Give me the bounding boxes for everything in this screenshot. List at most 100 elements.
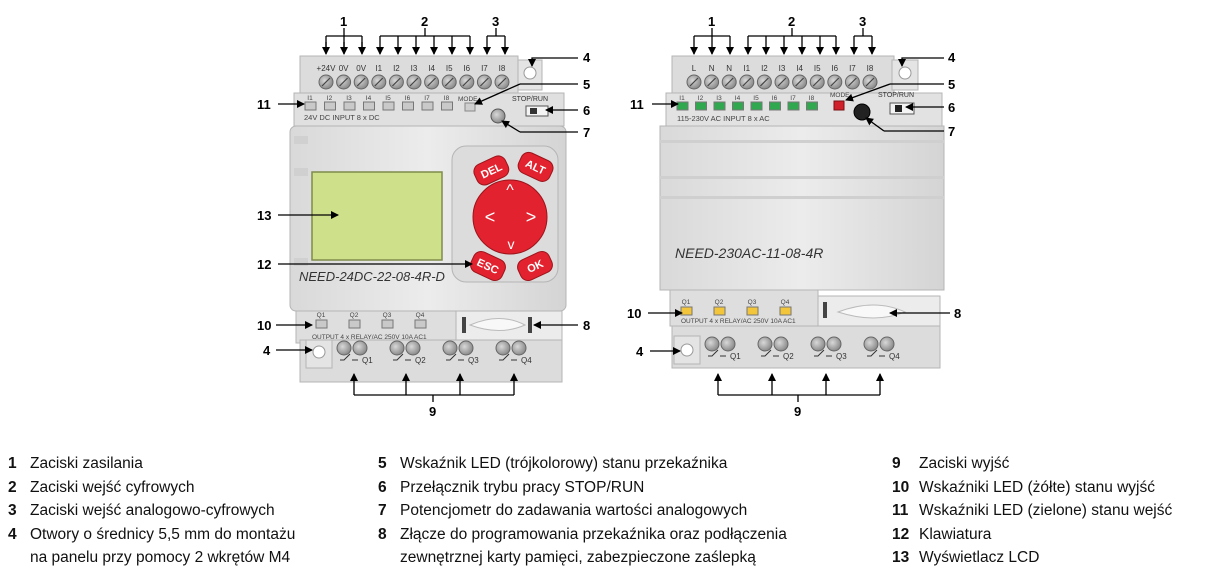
callout-8-right: 8 <box>954 306 961 321</box>
left-switch-knob[interactable] <box>530 108 537 114</box>
callout-11: 11 <box>257 97 271 112</box>
output-terminal-screw[interactable] <box>704 336 720 352</box>
output-terminal-screw[interactable] <box>336 340 352 356</box>
input-led <box>421 101 434 111</box>
led-label: I3 <box>346 95 352 102</box>
terminal-label: I7 <box>481 64 488 73</box>
output-led <box>414 319 427 329</box>
callout-10: 10 <box>257 318 271 333</box>
input-led <box>441 101 453 111</box>
terminal-label: I8 <box>499 64 506 73</box>
legend-text: Zaciski wyjść <box>919 455 1010 472</box>
legend-item-continuation: zewnętrznej karty pamięci, zabezpieczone… <box>400 549 756 566</box>
left-mode-label: MODE <box>458 96 478 103</box>
left-right-arrow-icon[interactable]: > <box>526 207 537 227</box>
callout-bracket-3 <box>487 28 505 37</box>
output-terminal-screw[interactable] <box>352 340 368 356</box>
terminal-label: 0V <box>339 64 349 73</box>
relay-contact-icon <box>814 349 832 357</box>
screw-slot <box>777 77 787 87</box>
legend-number: 4 <box>8 525 17 543</box>
terminal-label: I4 <box>428 64 435 73</box>
output-terminal-screw[interactable] <box>757 336 773 352</box>
relay-contact-icon <box>393 353 411 361</box>
screw-slot <box>409 77 419 87</box>
screw-slot <box>462 77 472 87</box>
callout-4: 4 <box>583 50 591 65</box>
screw-slot <box>707 77 717 87</box>
terminal-label: I2 <box>393 64 400 73</box>
output-terminal-screw[interactable] <box>879 336 895 352</box>
led-label: I1 <box>307 95 313 102</box>
relay-contact-icon <box>446 353 464 361</box>
left-alt-key[interactable]: ALT <box>516 150 556 184</box>
output-terminal-label: Q2 <box>783 352 794 361</box>
legend-number: 8 <box>378 525 387 543</box>
left-ok-key[interactable]: OK <box>515 249 555 283</box>
callout-4-right: 4 <box>948 50 956 65</box>
left-nav-pad[interactable] <box>472 179 548 255</box>
callout-bracket-2 <box>380 28 470 37</box>
screw-slot <box>391 77 401 87</box>
legend-number: 6 <box>378 478 387 496</box>
callout-2-right: 2 <box>788 14 795 29</box>
output-terminal-screw[interactable] <box>720 336 736 352</box>
output-terminal-label: Q2 <box>415 356 426 365</box>
output-terminal-screw[interactable] <box>442 340 458 356</box>
led-label: I1 <box>679 95 685 102</box>
input-led <box>382 101 395 111</box>
output-terminal-screw[interactable] <box>810 336 826 352</box>
callout-bracket-3-right <box>854 28 872 37</box>
terminal-label: +24V <box>317 64 337 73</box>
callout-4b-right: 4 <box>636 344 644 359</box>
callout-9-right: 9 <box>794 404 801 419</box>
left-potentiometer[interactable] <box>490 108 506 124</box>
legend-number: 2 <box>8 478 17 496</box>
output-led-label: Q1 <box>682 299 691 306</box>
right-output-led-strip <box>669 289 819 327</box>
left-left-arrow-icon[interactable]: < <box>485 207 496 227</box>
left-lcd-display <box>311 171 443 261</box>
screw-slot <box>865 77 875 87</box>
screw-slot <box>339 77 349 87</box>
input-led <box>713 101 726 111</box>
relay-contact-icon <box>499 353 517 361</box>
screw-slot <box>847 77 857 87</box>
callout-2: 2 <box>421 14 428 29</box>
terminal-label: I5 <box>814 64 821 73</box>
output-terminal-screw[interactable] <box>826 336 842 352</box>
output-terminal-label: Q3 <box>836 352 847 361</box>
legend-number: 13 <box>892 549 910 566</box>
left-down-arrow-icon[interactable]: v <box>508 236 515 252</box>
right-switch-knob[interactable] <box>895 105 902 112</box>
output-terminal-screw[interactable] <box>773 336 789 352</box>
right-cover-tab[interactable] <box>836 304 907 319</box>
screw-slot <box>374 77 384 87</box>
legend-text: Zaciski wejść cyfrowych <box>30 478 195 496</box>
output-terminal-screw[interactable] <box>405 340 421 356</box>
output-terminal-screw[interactable] <box>458 340 474 356</box>
left-callouts <box>276 28 578 402</box>
right-potentiometer[interactable] <box>853 103 871 121</box>
left-cover-slot <box>462 317 466 333</box>
left-del-key[interactable]: DEL <box>471 153 511 187</box>
screw-slot <box>830 77 840 87</box>
callout-7-right: 7 <box>948 124 955 139</box>
left-up-arrow-icon[interactable]: ^ <box>506 182 514 199</box>
terminal-label: I6 <box>831 64 838 73</box>
left-cover-tab[interactable] <box>468 318 527 331</box>
output-terminal-screw[interactable] <box>511 340 527 356</box>
left-esc-key[interactable]: ESC <box>468 249 508 283</box>
callout-3: 3 <box>492 14 499 29</box>
output-terminal-screw[interactable] <box>863 336 879 352</box>
output-terminal-screw[interactable] <box>389 340 405 356</box>
output-terminal-screw[interactable] <box>495 340 511 356</box>
